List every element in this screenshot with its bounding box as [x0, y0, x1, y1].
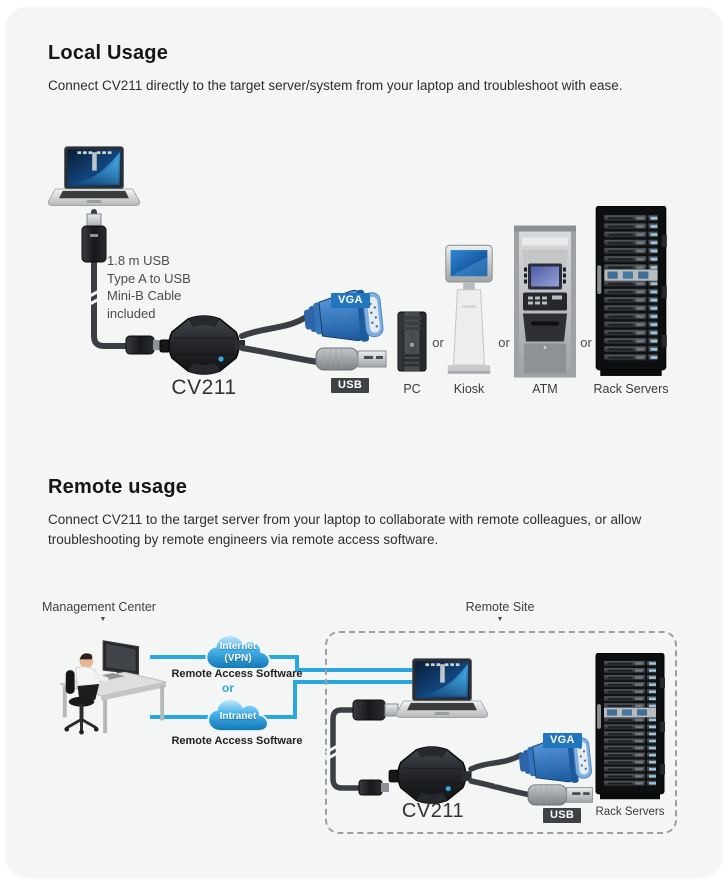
- cloud-icon: [207, 698, 269, 732]
- usb-branch-cable: [239, 345, 321, 365]
- cloud-label: Internet (VPN): [219, 641, 257, 664]
- pc-illustration: [397, 311, 427, 372]
- local-section-title: Local Usage: [48, 42, 169, 64]
- cable-break-mark: [489, 769, 510, 785]
- vga-badge: VGA: [543, 733, 582, 748]
- management-center-label: Management Center: [42, 600, 156, 614]
- internet-vpn-cloud: Internet (VPN): [204, 629, 272, 675]
- usb-cable: [330, 707, 364, 791]
- kiosk-illustration: [445, 244, 493, 374]
- target-label-atm: ATM: [532, 382, 558, 396]
- target-label-rack-servers: Rack Servers: [593, 382, 669, 396]
- usb-connector: [315, 347, 387, 371]
- or-separator: or: [432, 335, 444, 350]
- operator-desk-illustration: [59, 640, 167, 735]
- status-led: [445, 786, 451, 792]
- usb-badge: USB: [543, 808, 582, 823]
- cv211-device: [159, 315, 245, 375]
- remote-access-software-label: Remote Access Software: [171, 735, 303, 747]
- cable-break-mark: [84, 288, 103, 308]
- cloud-icon: [205, 634, 271, 670]
- remote-section-title: Remote usage: [48, 476, 188, 498]
- usb-mini-b-connector: [358, 779, 389, 796]
- usb-type-a-connector: [352, 699, 399, 721]
- usb-cable: [91, 209, 131, 349]
- status-led: [218, 356, 224, 362]
- usb-branch-cable: [468, 778, 534, 798]
- cv211-device: [388, 746, 472, 804]
- vga-cable: [239, 313, 311, 339]
- vga-cable: [468, 752, 524, 772]
- target-label-kiosk: Kiosk: [453, 382, 485, 396]
- remote-site-boundary: [325, 631, 677, 834]
- pointer-triangle: ▼: [99, 616, 107, 623]
- local-section-description: Connect CV211 directly to the target ser…: [48, 78, 623, 93]
- pointer-triangle: ▼: [496, 616, 504, 623]
- cv211-label: CV211: [171, 376, 237, 399]
- cable-break-mark: [264, 333, 287, 350]
- or-separator: or: [498, 335, 510, 350]
- remote-section-description: Connect CV211 to the target server from …: [48, 512, 642, 547]
- cable-break-mark: [325, 743, 341, 761]
- vga-badge: VGA: [331, 293, 370, 308]
- local-cabling-illustration: [81, 209, 387, 375]
- usb-badge: USB: [331, 378, 370, 393]
- atm-illustration: [514, 225, 576, 378]
- rack-servers-illustration: [595, 653, 665, 800]
- remote-site-label: Remote Site: [465, 600, 535, 614]
- rack-servers-illustration: [595, 206, 667, 376]
- laptop-illustration: [48, 146, 140, 206]
- usb-mini-b-connector: [125, 335, 162, 355]
- rack-servers-label: Rack Servers: [595, 806, 665, 818]
- cloud-label: Intranet: [219, 711, 257, 722]
- usb-connector: [527, 784, 593, 806]
- usb-type-a-connector: [81, 213, 107, 263]
- target-label-pc: PC: [403, 382, 421, 396]
- or-separator: or: [580, 335, 592, 350]
- intranet-cloud: Intranet: [206, 695, 270, 735]
- cable-note: 1.8 m USB Type A to USB Mini-B Cable inc…: [107, 253, 191, 321]
- or-separator: or: [222, 681, 234, 695]
- laptop-illustration: [396, 658, 488, 718]
- remote-access-software-label: Remote Access Software: [171, 668, 303, 680]
- cv211-label: CV211: [401, 800, 465, 822]
